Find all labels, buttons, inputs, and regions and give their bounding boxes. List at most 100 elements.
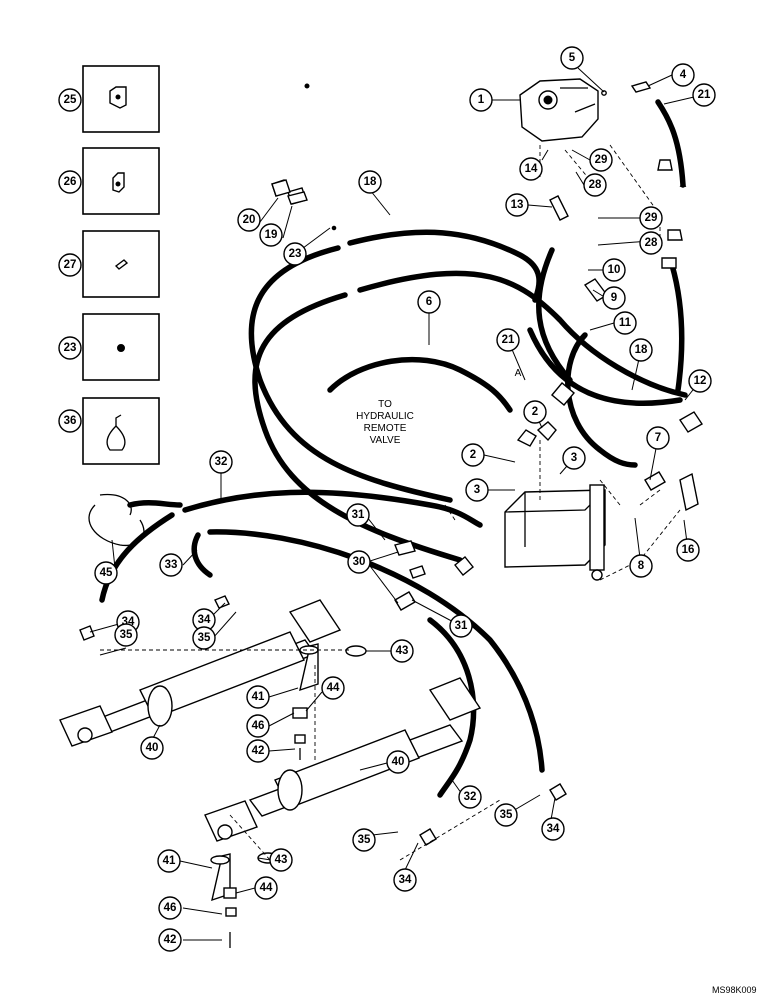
svg-text:44: 44	[260, 882, 273, 894]
svg-text:41: 41	[252, 691, 265, 703]
callout-28: 28	[639, 231, 663, 255]
svg-text:28: 28	[645, 237, 658, 249]
pin-assembly-upper	[292, 643, 367, 760]
inset-detail-26	[82, 147, 160, 215]
callout-27: 27	[58, 253, 82, 277]
svg-text:12: 12	[694, 375, 707, 387]
callout-18: 18	[629, 338, 653, 362]
callout-5: 5	[560, 46, 584, 70]
svg-text:36: 36	[64, 415, 77, 427]
inset-detail-25	[82, 65, 160, 133]
svg-text:8: 8	[638, 560, 645, 572]
callout-42: 42	[246, 739, 270, 763]
svg-text:43: 43	[396, 645, 409, 657]
callout-44: 44	[321, 676, 345, 700]
svg-text:18: 18	[364, 176, 377, 188]
callout-43: 43	[269, 848, 293, 872]
svg-text:34: 34	[547, 823, 560, 835]
callout-46: 46	[246, 714, 270, 738]
callout-21: 21	[496, 328, 520, 352]
svg-text:28: 28	[589, 179, 602, 191]
callout-18: 18	[358, 170, 382, 194]
svg-text:35: 35	[500, 809, 513, 821]
callout-3: 3	[562, 446, 586, 470]
callout-3: 3	[465, 478, 489, 502]
callout-4: 4	[671, 63, 695, 87]
svg-text:42: 42	[164, 934, 177, 946]
callout-35: 35	[352, 828, 376, 852]
callout-23: 23	[58, 336, 82, 360]
callout-29: 29	[589, 148, 613, 172]
callout-8: 8	[629, 554, 653, 578]
svg-text:44: 44	[327, 682, 340, 694]
callout-34: 34	[192, 608, 216, 632]
svg-text:21: 21	[698, 89, 711, 101]
callout-9: 9	[602, 286, 626, 310]
svg-text:35: 35	[120, 629, 133, 641]
callout-16: 16	[676, 538, 700, 562]
callout-42: 42	[158, 928, 182, 952]
callout-36: 36	[58, 409, 82, 433]
svg-text:27: 27	[64, 259, 77, 271]
callout-28: 28	[583, 173, 607, 197]
svg-text:16: 16	[682, 544, 695, 556]
callout-7: 7	[646, 426, 670, 450]
remote-valve-block	[504, 484, 606, 581]
callout-21: 21	[692, 83, 716, 107]
svg-text:45: 45	[100, 567, 113, 579]
note-line-1: TO	[378, 399, 392, 410]
hose-33	[191, 532, 213, 578]
svg-text:33: 33	[165, 559, 178, 571]
clips-19-20	[271, 179, 308, 205]
callout-45: 45	[94, 561, 118, 585]
callout-35: 35	[494, 803, 518, 827]
note-line-3: REMOTE	[364, 423, 407, 434]
hose-6	[327, 356, 513, 413]
hose-45	[88, 493, 183, 547]
callout-6: 6	[417, 290, 441, 314]
svg-text:2: 2	[470, 449, 476, 461]
remote-valve-note: TO HYDRAULIC REMOTE VALVE	[356, 399, 414, 446]
leader-lines	[89, 67, 701, 941]
svg-text:1: 1	[478, 94, 485, 106]
svg-text:18: 18	[635, 344, 648, 356]
svg-text:30: 30	[353, 556, 366, 568]
note-line-4: VALVE	[370, 435, 401, 446]
marker-a-top: A	[680, 179, 687, 190]
svg-text:42: 42	[252, 745, 265, 757]
callout-20: 20	[237, 208, 261, 232]
hose-21-top	[655, 99, 686, 188]
svg-text:40: 40	[146, 742, 159, 754]
svg-text:21: 21	[502, 334, 515, 346]
callout-12: 12	[688, 369, 712, 393]
svg-text:34: 34	[198, 614, 211, 626]
callouts: 1 2 2 3 3 4 5 6 7 8 9 10 11 12 13 14 16 …	[58, 46, 716, 952]
hose-32	[99, 489, 483, 603]
callout-34: 34	[393, 868, 417, 892]
svg-text:13: 13	[511, 199, 524, 211]
svg-text:4: 4	[680, 69, 687, 81]
svg-text:41: 41	[163, 855, 176, 867]
svg-text:7: 7	[655, 432, 661, 444]
svg-text:43: 43	[275, 854, 288, 866]
callout-32: 32	[209, 450, 233, 474]
callout-32: 32	[458, 785, 482, 809]
callout-2: 2	[461, 443, 485, 467]
marker-a-lower: A	[515, 368, 522, 379]
svg-text:6: 6	[426, 296, 432, 308]
svg-text:26: 26	[64, 176, 77, 188]
callout-33: 33	[159, 553, 183, 577]
note-line-2: HYDRAULIC	[356, 411, 414, 422]
svg-text:32: 32	[215, 456, 228, 468]
svg-text:34: 34	[399, 874, 412, 886]
callout-35: 35	[192, 626, 216, 650]
svg-text:3: 3	[571, 452, 577, 464]
hose-12	[669, 262, 685, 393]
callout-19: 19	[259, 223, 283, 247]
svg-text:35: 35	[198, 632, 211, 644]
svg-text:25: 25	[64, 94, 77, 106]
callout-41: 41	[246, 685, 270, 709]
figure-code: MS98K009	[712, 985, 757, 995]
svg-text:35: 35	[358, 834, 371, 846]
svg-text:5: 5	[569, 52, 576, 64]
